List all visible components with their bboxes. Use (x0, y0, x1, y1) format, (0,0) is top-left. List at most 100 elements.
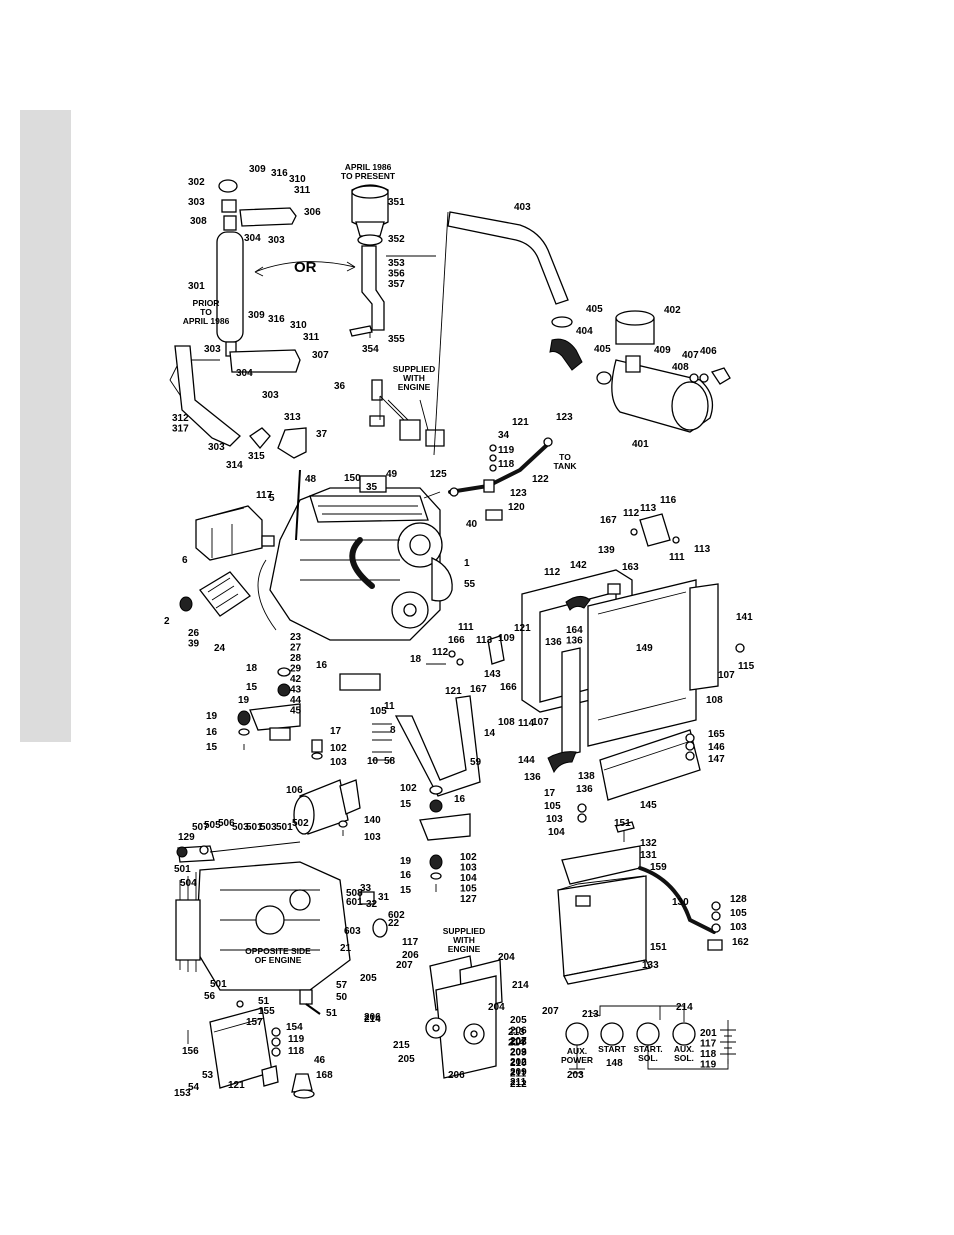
part-callout: 204 (488, 1002, 505, 1013)
part-callout: 112 (432, 647, 449, 658)
part-callout: 11 (384, 701, 395, 712)
rear-mount (419, 785, 471, 892)
part-callout: 15 (246, 682, 258, 693)
part-callout: 204 (498, 952, 515, 963)
part-callout: 213 (582, 1009, 599, 1020)
part-callout: 215 (393, 1040, 410, 1051)
part-callout: 351 (388, 197, 405, 208)
part-callout: 148 (606, 1058, 623, 1069)
part-callout: 113 (694, 544, 711, 555)
part-callout: 15 (400, 885, 412, 896)
part-callout: 50 (336, 992, 348, 1003)
part-callout: 303 (208, 442, 225, 453)
part-callout: 40 (466, 519, 478, 530)
part-callout: 154 (286, 1022, 303, 1033)
part-callout: 119 (498, 445, 515, 456)
part-callout: 407 (682, 350, 699, 361)
part-callout: 53 (202, 1070, 214, 1081)
part-callout: 106 (286, 785, 303, 796)
part-callout: 48 (305, 474, 317, 485)
part-callout: 105 (370, 706, 387, 717)
gray-side-strip (20, 110, 71, 742)
hydraulic-pump (179, 505, 275, 617)
part-callout: 22 (388, 918, 400, 929)
part-callout: 402 (664, 305, 681, 316)
part-callout: 205 (360, 973, 377, 984)
part-callout: 501 (246, 822, 263, 833)
engine-mounts (237, 667, 381, 760)
part-callout: 19 (238, 695, 250, 706)
part-callout: 31 (378, 892, 390, 903)
part-callout: 406 (700, 346, 717, 357)
part-callout: 209 (510, 1067, 527, 1078)
part-callout: 111 (458, 622, 474, 633)
part-callout: 355 (388, 334, 405, 345)
part-callout: 503 (232, 822, 249, 833)
wiring-schematic (565, 1005, 736, 1074)
note-aux-power: AUX.POWER (561, 1046, 593, 1065)
part-callout: 51 (326, 1008, 338, 1019)
part-callout: 121 (228, 1080, 245, 1091)
part-callout: 114 (518, 718, 535, 729)
part-callout: 136 (524, 772, 541, 783)
fuel-line (423, 437, 553, 521)
part-callout: 131 (640, 850, 657, 861)
part-callout: 1 (464, 558, 470, 569)
part-callout: 303 (268, 235, 285, 246)
part-callout: 206 (448, 1070, 465, 1081)
part-callout: 34 (498, 430, 510, 441)
part-callout: 302 (188, 177, 205, 188)
part-callout: 136 (576, 784, 593, 795)
part-callout: 117 (256, 490, 273, 501)
part-callout: 311 (303, 332, 320, 343)
part-callout: 139 (598, 545, 615, 556)
part-callout: 601 (346, 897, 363, 908)
part-callout: 10 (367, 756, 379, 767)
part-callout: 108 (498, 717, 515, 728)
part-callout: 117 (402, 937, 419, 948)
part-callout: 409 (654, 345, 671, 356)
part-callout: 121 (445, 686, 462, 697)
part-callout: 205 (398, 1054, 415, 1065)
part-callout: 313 (284, 412, 301, 423)
part-callout: 33 (360, 883, 372, 894)
front-mount-bracket (372, 695, 481, 797)
part-callout: 140 (364, 815, 381, 826)
part-callout: 49 (386, 469, 398, 480)
part-callout: 17 (330, 726, 342, 737)
part-callout: 303 (204, 344, 221, 355)
part-callout: 151 (614, 818, 631, 829)
part-callout: 119 (288, 1034, 305, 1045)
thermostat-bracket (426, 513, 680, 666)
part-callout: 107 (532, 717, 549, 728)
part-callout: 506 (218, 818, 235, 829)
part-callout: 603 (344, 926, 361, 937)
air-cleaner-assembly (447, 211, 731, 433)
part-callout: 162 (732, 937, 749, 948)
part-callout: 129 (178, 832, 195, 843)
part-callout: 501 (276, 822, 293, 833)
part-callout: 309 (249, 164, 266, 175)
part-callout: 163 (622, 562, 639, 573)
part-callout: 122 (532, 474, 549, 485)
part-callout: 159 (650, 862, 667, 873)
part-callout: 130 (672, 897, 689, 908)
part-callout: 310 (290, 320, 307, 331)
part-callout: 206 (402, 950, 419, 961)
part-callout: 503 (260, 822, 277, 833)
part-callout: 352 (388, 234, 405, 245)
part-callout: 157 (246, 1017, 263, 1028)
part-callout: 125 (430, 469, 447, 480)
part-callout: 508 (346, 888, 363, 899)
part-callout: 165 (708, 729, 725, 740)
part-callout: 103 (364, 832, 381, 843)
part-callout: 303 (262, 390, 279, 401)
part-callout: 6 (182, 555, 188, 566)
part-callout: 115 (738, 661, 755, 672)
